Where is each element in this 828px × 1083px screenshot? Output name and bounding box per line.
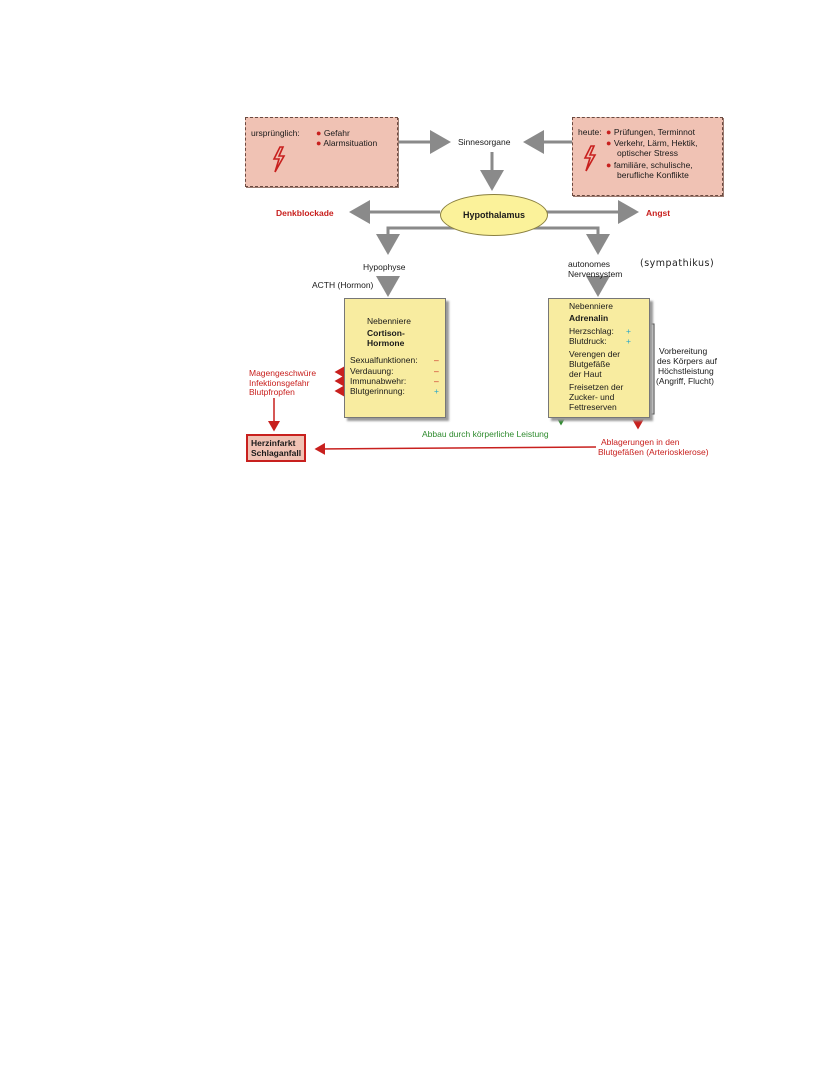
immune-row-sign: –: [434, 376, 439, 386]
autonomic-label-2: Nervensystem: [568, 269, 623, 279]
deposits-line-2: Blutgefäßen (Arteriosklerose): [598, 447, 709, 457]
today-box: [572, 117, 723, 196]
release-line-1: Freisetzen der: [569, 382, 624, 392]
preparation-line-3: Höchstleistung: [658, 366, 714, 376]
adrenalin-hormone: Adrenalin: [569, 313, 609, 323]
heart-attack-box: Herzinfarkt Schlaganfall: [246, 434, 307, 462]
angst-label: Angst: [646, 208, 671, 218]
bloodpressure-sign: +: [626, 336, 631, 346]
digestion-row-label: Verdauung:: [350, 366, 394, 376]
immune-row-label: Immunabwehr:: [350, 376, 407, 386]
today-label: heute:: [578, 127, 602, 137]
today-item-2b: optischer Stress: [617, 148, 678, 158]
adrenalin-box-title: Nebenniere: [569, 301, 613, 311]
cortisol-hormone-2: Hormone: [367, 338, 405, 348]
heart-attack-line-2: Schlaganfall: [251, 448, 302, 458]
preparation-line-1: Vorbereitung: [659, 346, 708, 356]
origin-item-gefahr: ● Gefahr: [316, 128, 350, 138]
preparation-line-2: des Körpers auf: [657, 356, 718, 366]
today-item-1: ● Prüfungen, Terminnot: [606, 127, 695, 137]
sexual-row-label: Sexualfunktionen:: [350, 355, 418, 365]
cortisol-box: [344, 298, 446, 418]
effect-thrombus: Blutpfropfen: [249, 387, 295, 397]
constrict-line-3: der Haut: [569, 369, 602, 379]
physical-breakdown-label: Abbau durch körperliche Leistung: [422, 429, 549, 439]
cortisol-box-title: Nebenniere: [367, 316, 411, 326]
clotting-row-sign: +: [434, 386, 439, 396]
today-item-3b: berufliche Konflikte: [617, 170, 689, 180]
release-line-2: Zucker- und: [569, 392, 615, 402]
clotting-row-label: Blutgerinnung:: [350, 386, 405, 396]
heart-attack-line-1: Herzinfarkt: [251, 438, 296, 448]
digestion-row-sign: –: [434, 366, 439, 376]
deposits-line-1: Ablagerungen in den: [601, 437, 680, 447]
denkblockade-label: Denkblockade: [276, 208, 334, 218]
heartbeat-label: Herzschlag:: [569, 326, 614, 336]
today-item-3: ● familiäre, schulische,: [606, 160, 693, 170]
release-line-3: Fettreserven: [569, 402, 617, 412]
acth-label: ACTH (Hormon): [312, 280, 374, 290]
lightning-icon: [272, 146, 286, 173]
hypophyse-label: Hypophyse: [363, 262, 406, 272]
bloodpressure-label: Blutdruck:: [569, 336, 607, 346]
lightning-icon: [583, 145, 597, 172]
origin-box: [245, 117, 398, 187]
constrict-line-1: Verengen der: [569, 349, 621, 359]
today-item-2: ● Verkehr, Lärm, Hektik,: [606, 138, 698, 148]
effect-infection: Infektionsgefahr: [249, 378, 310, 388]
preparation-line-4: (Angriff, Flucht): [656, 376, 714, 386]
origin-label: ursprünglich:: [251, 128, 300, 138]
cortisol-hormone-1: Cortison-: [367, 328, 405, 338]
sense-organs-label: Sinnesorgane: [458, 137, 511, 147]
constrict-line-2: Blutgefäße: [569, 359, 611, 369]
autonomic-label-1: autonomes: [568, 259, 611, 269]
sympathikus-note: (sympathikus): [640, 258, 715, 269]
hypothalamus-node: Hypothalamus: [440, 194, 548, 236]
effect-ulcer: Magengeschwüre: [249, 368, 317, 378]
heartbeat-sign: +: [626, 326, 631, 336]
origin-item-alarm: ● Alarmsituation: [316, 138, 378, 148]
sexual-row-sign: –: [434, 355, 439, 365]
adrenalin-box: [548, 298, 650, 418]
